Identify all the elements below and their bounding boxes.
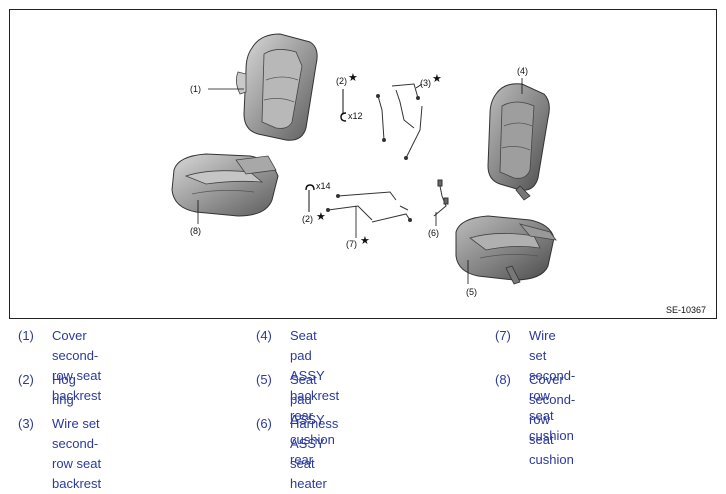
callout-1: (1) — [190, 84, 201, 94]
backrest-wire-set-part — [376, 83, 423, 160]
legend-number: (6) — [256, 416, 272, 431]
legend-number: (8) — [495, 372, 511, 387]
legend-number: (1) — [18, 328, 34, 343]
star-mark-2-backrest: ★ — [348, 71, 358, 84]
legend-label: Harness ASSY seat heater — [290, 414, 338, 494]
callout-6: (6) — [428, 228, 439, 238]
legend-label-line1: Wire set second-row seat — [52, 416, 102, 471]
legend-number: (4) — [256, 328, 272, 343]
legend-label: Seat pad ASSY backrest rear — [290, 326, 339, 426]
star-mark-2-cushion: ★ — [316, 210, 326, 223]
legend-label-line1: Cover second-row seat — [52, 328, 102, 383]
legend-label: Wire set second-row seat backrest — [52, 414, 101, 494]
parts-legend: (1) Cover second-row seat backrest (2) H… — [18, 326, 718, 491]
legend-number: (3) — [18, 416, 34, 431]
callout-2-cushion: (2) — [302, 214, 313, 224]
diagram-canvas: (1) (2) ★ x12 (3) ★ (4) x14 (2) ★ (8) (7… — [171, 33, 706, 315]
cushion-cover-part — [171, 153, 279, 217]
legend-label-line1: Hog ring — [52, 372, 76, 407]
backrest-pad-part — [487, 83, 550, 201]
exploded-parts-diagram: (1) (2) ★ x12 (3) ★ (4) x14 (2) ★ (8) (7… — [9, 9, 717, 319]
legend-label: Cover second-row seat backrest — [52, 326, 101, 406]
legend-number: (2) — [18, 372, 34, 387]
backrest-cover-part — [236, 33, 318, 141]
hog-ring-cushion-part — [305, 184, 315, 212]
legend-label: Hog ring — [52, 370, 76, 410]
legend-label-line1: Seat pad ASSY backrest rear — [290, 328, 340, 423]
legend-label-line1: Wire set second-row seat — [529, 328, 576, 423]
callout-3: (3) — [420, 78, 431, 88]
callout-8: (8) — [190, 226, 201, 236]
legend-number: (7) — [495, 328, 511, 343]
callout-4: (4) — [517, 66, 528, 76]
legend-label-line1: Harness ASSY seat heater — [290, 416, 339, 491]
legend-label: Cover second-row seat cushion — [529, 370, 575, 470]
star-mark-7: ★ — [360, 234, 370, 247]
legend-label-line2: backrest — [52, 476, 102, 491]
leader-lines — [197, 78, 523, 284]
callout-7: (7) — [346, 239, 357, 249]
callout-2-backrest: (2) — [336, 76, 347, 86]
callout-5: (5) — [466, 287, 477, 297]
legend-label-line1: Cover second-row seat — [529, 372, 576, 447]
cushion-pad-part — [455, 215, 557, 285]
legend-label-line2: cushion — [529, 452, 574, 467]
star-mark-3: ★ — [432, 72, 442, 85]
qty-hog-ring-cushion: x14 — [316, 181, 331, 191]
hog-ring-backrest-part — [340, 89, 347, 122]
heater-harness-part — [433, 179, 449, 217]
cushion-wire-set-part — [326, 191, 412, 223]
figure-id: SE-10367 — [666, 305, 706, 315]
legend-number: (5) — [256, 372, 272, 387]
legend-label: Wire set second-row seat cushion — [529, 326, 575, 446]
legend-label-line2: backrest — [52, 388, 102, 403]
qty-hog-ring-backrest: x12 — [348, 111, 363, 121]
legend-label-line2: cushion — [529, 428, 574, 443]
